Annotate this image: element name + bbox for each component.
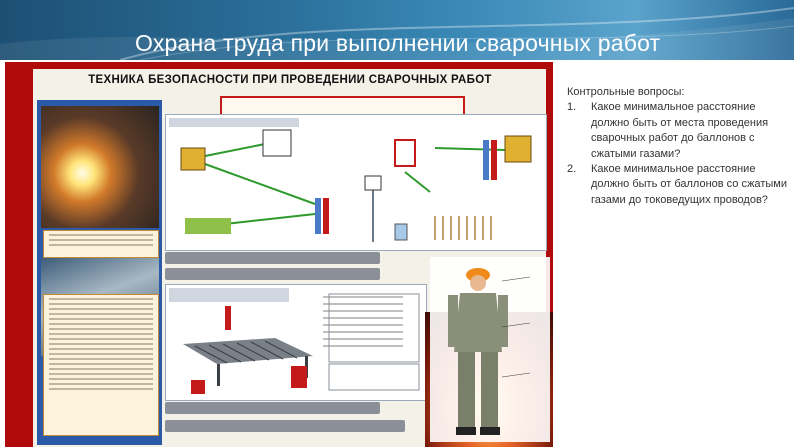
- poster-bar-1: [165, 252, 380, 264]
- question-number: 2.: [567, 163, 577, 176]
- questions-list: 1. Какое минимальное расстояние должно б…: [567, 100, 789, 208]
- poster-bar-3: [165, 402, 380, 414]
- worker-protective-suit: [430, 257, 550, 442]
- workplace-distance-diagram: [169, 118, 532, 242]
- poster-bar-2: [165, 268, 380, 280]
- slide-header: Охрана труда при выполнении сварочных ра…: [0, 0, 794, 60]
- question-item: 1. Какое минимальное расстояние должно б…: [567, 100, 789, 162]
- poster-note-top: [43, 230, 159, 258]
- question-number: 1.: [567, 101, 577, 114]
- welder-photo: [41, 106, 159, 228]
- poster-title: ТЕХНИКА БЕЗОПАСНОСТИ ПРИ ПРОВЕДЕНИИ СВАР…: [88, 74, 492, 86]
- poster-bar-4: [165, 420, 405, 432]
- poster-text-lines: [323, 296, 403, 352]
- questions-heading: Контрольные вопросы:: [567, 86, 685, 98]
- slide-title: Охрана труда при выполнении сварочных ра…: [135, 30, 661, 56]
- welding-table-illustration: [169, 288, 420, 394]
- question-item: 2. Какое минимальное расстояние должно б…: [567, 162, 789, 208]
- poster-note-bottom: [43, 294, 159, 436]
- question-text: Какое минимальное расстояние должно быть…: [591, 101, 769, 160]
- question-text: Какое минимальное расстояние должно быть…: [591, 163, 787, 206]
- safety-poster: ТЕХНИКА БЕЗОПАСНОСТИ ПРИ ПРОВЕДЕНИИ СВАР…: [5, 62, 553, 447]
- control-questions: Контрольные вопросы: 1. Какое минимально…: [567, 85, 789, 208]
